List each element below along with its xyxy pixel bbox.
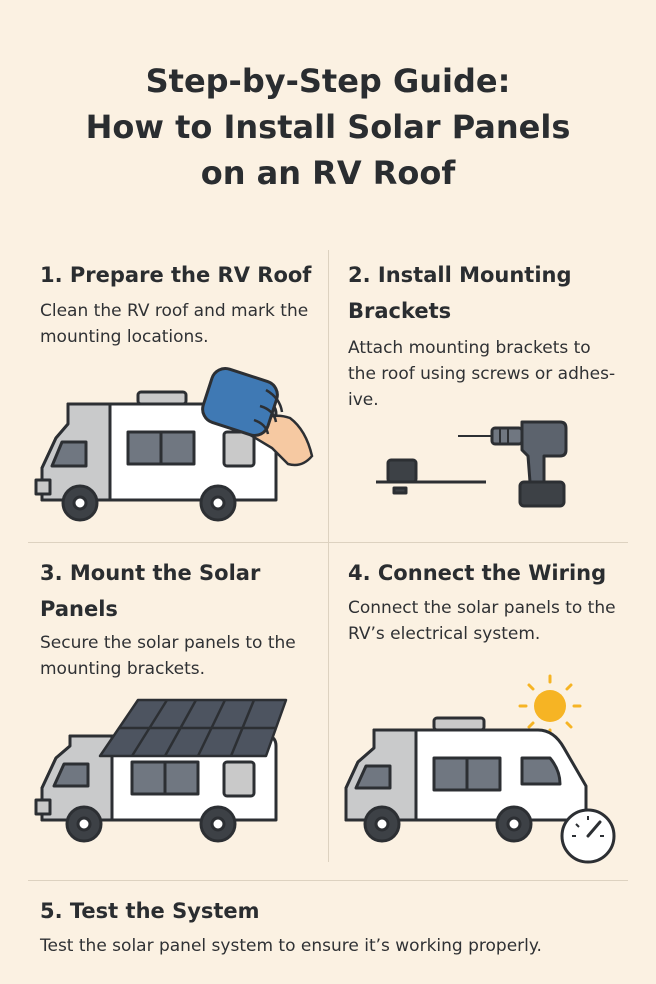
step-2-text: Attach mounting brackets to the roof usi… <box>348 338 616 410</box>
vertical-divider <box>328 250 329 862</box>
drill-icon <box>458 420 568 508</box>
sun-icon <box>518 674 582 738</box>
step-1-text: Clean the RV roof and mark the mounting … <box>40 301 309 347</box>
step-4-title: 4. Connect the Wiring <box>348 561 607 585</box>
horizontal-divider-1 <box>28 542 628 543</box>
meter-gauge-icon <box>560 808 616 864</box>
step-5-title: 5. Test the System <box>40 899 260 923</box>
horizontal-divider-2 <box>28 880 628 881</box>
drill-bracket-illustration <box>376 420 568 508</box>
step-2-title: 2. Install Mounting Brackets <box>348 263 572 323</box>
title-line-2: How to Install Solar Panels <box>85 108 571 146</box>
step-4-text: Connect the solar panels to the RV’s ele… <box>348 598 616 644</box>
page-title: Step-by-Step Guide: How to Install Solar… <box>0 58 656 196</box>
step-5-text: Test the solar panel system to ensure it… <box>40 936 542 956</box>
title-line-3: on an RV Roof <box>200 154 456 192</box>
step-3-text: Secure the solar panels to the mounting … <box>40 633 296 679</box>
sponge-hand-icon <box>201 367 314 467</box>
solar-panel-icon <box>98 698 288 758</box>
step-3-title: 3. Mount the Solar Panels <box>40 561 261 621</box>
step-1-title: 1. Prepare the RV Roof <box>40 263 312 287</box>
rv-solar-panels-illustration <box>34 698 288 843</box>
rv-wiring-illustration <box>344 674 616 864</box>
title-line-1: Step-by-Step Guide: <box>145 62 511 100</box>
rv-cleaning-illustration <box>34 367 314 522</box>
